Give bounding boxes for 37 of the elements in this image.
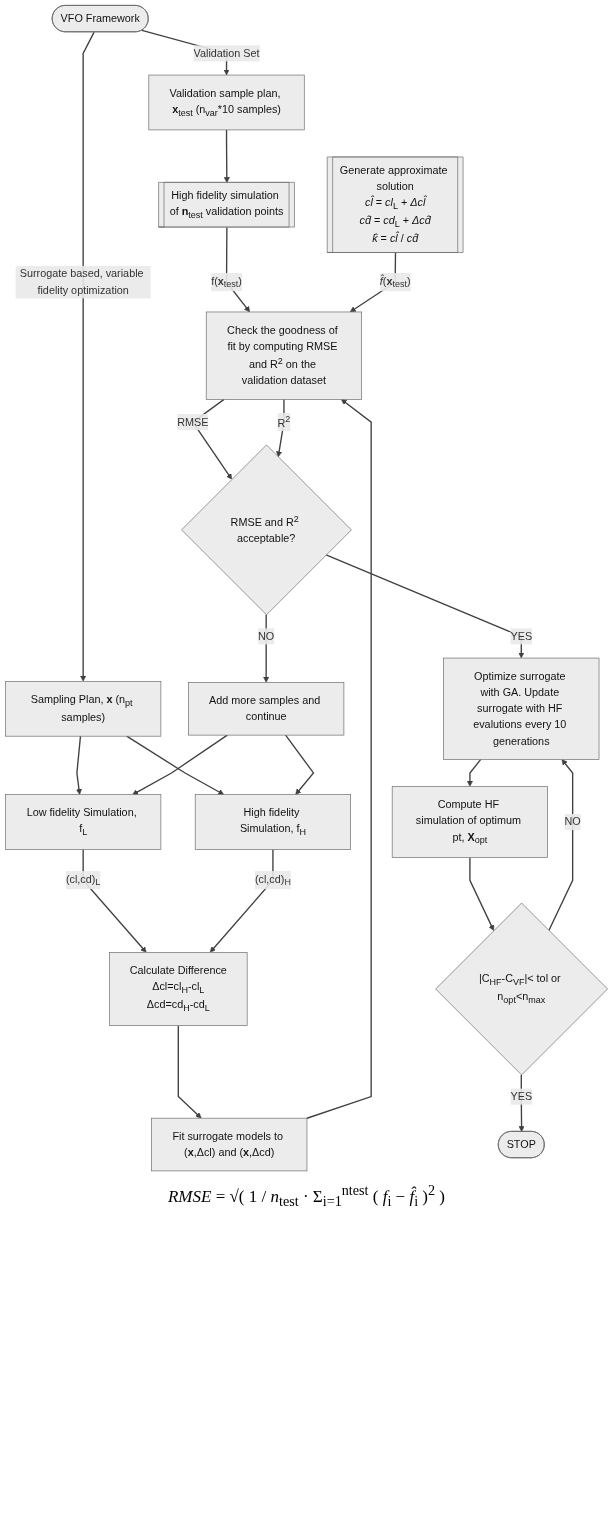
arrow — [177, 1024, 202, 1119]
node-box: Add more samples and continue — [188, 682, 345, 736]
edge-label: NO — [564, 815, 581, 828]
node-diamond: RMSE and R$^{2}$ acceptable? — [181, 444, 352, 616]
arrow — [469, 856, 495, 931]
node-diamond: |C$_{HF}$-C$_{VF}$|< tol or n$_{opt}$<n$_{max}$ — [435, 902, 608, 1076]
arrow — [263, 614, 270, 683]
edge-label: f(x$_{test}$) — [211, 275, 242, 290]
edge-label: Surrogate based, variable fidelity optimization — [19, 268, 144, 296]
edge-label: YES — [510, 1090, 533, 1102]
edge-label: (cl,cd)$_{H}$ — [254, 873, 291, 888]
node-box: Fit surrogate models to (x,Δcl) and (x,Δcd) — [151, 1117, 308, 1172]
edge-label: R$^{2}$ — [277, 414, 291, 429]
arrow — [518, 1074, 525, 1132]
arrow — [284, 734, 315, 795]
edge-label: Validation Set — [193, 47, 260, 59]
node-box: Sampling Plan, x (n$_{pt}$ samples) — [5, 681, 162, 737]
node-box: Calculate Difference Δcl=cl$_{H}$-cl$_{L}$ Δcd=cd$_{H}$-cd$_{L}$ — [109, 952, 248, 1026]
arrow — [325, 554, 525, 659]
node-box: Compute HF simulation of optimum pt, X$_{opt}$ — [391, 786, 548, 858]
edge-label: YES — [510, 630, 533, 642]
node-box: High fidelity Simulation, f$_{H}$ — [194, 794, 351, 850]
node-box: Low fidelity Simulation, f$_{L}$ — [5, 794, 162, 850]
edge-label: NO — [258, 630, 275, 642]
edge-label: RMSE — [177, 416, 209, 428]
node-box: Optimize surrogate with GA. Update surrogate with HF evalutions every 10 generations — [443, 657, 600, 760]
arrow — [223, 129, 230, 183]
edge-label: (cl,cd)$_{L}$ — [65, 873, 101, 888]
node-box: Validation sample plan, x$_{test}$ (n$_{var}$*10 samples) — [148, 74, 305, 131]
arrow — [466, 758, 482, 787]
formula-text: RMSE = √( 1 / n$_{test}$ · Σ$_{i=1}$$^{ntest}$ ( f$_{i}$ − f̂$_{i}$ )$^{2}$ ) — [167, 1182, 446, 1211]
edge-label: f̂(x$_{test}$) — [379, 275, 411, 290]
arrow — [76, 735, 82, 795]
arrow — [548, 759, 574, 932]
arrow — [306, 399, 372, 1119]
arrow — [80, 31, 95, 682]
node-box: Check the goodness of fit by computing RMSE and R$^{2}$ on the validation dataset — [205, 311, 362, 400]
